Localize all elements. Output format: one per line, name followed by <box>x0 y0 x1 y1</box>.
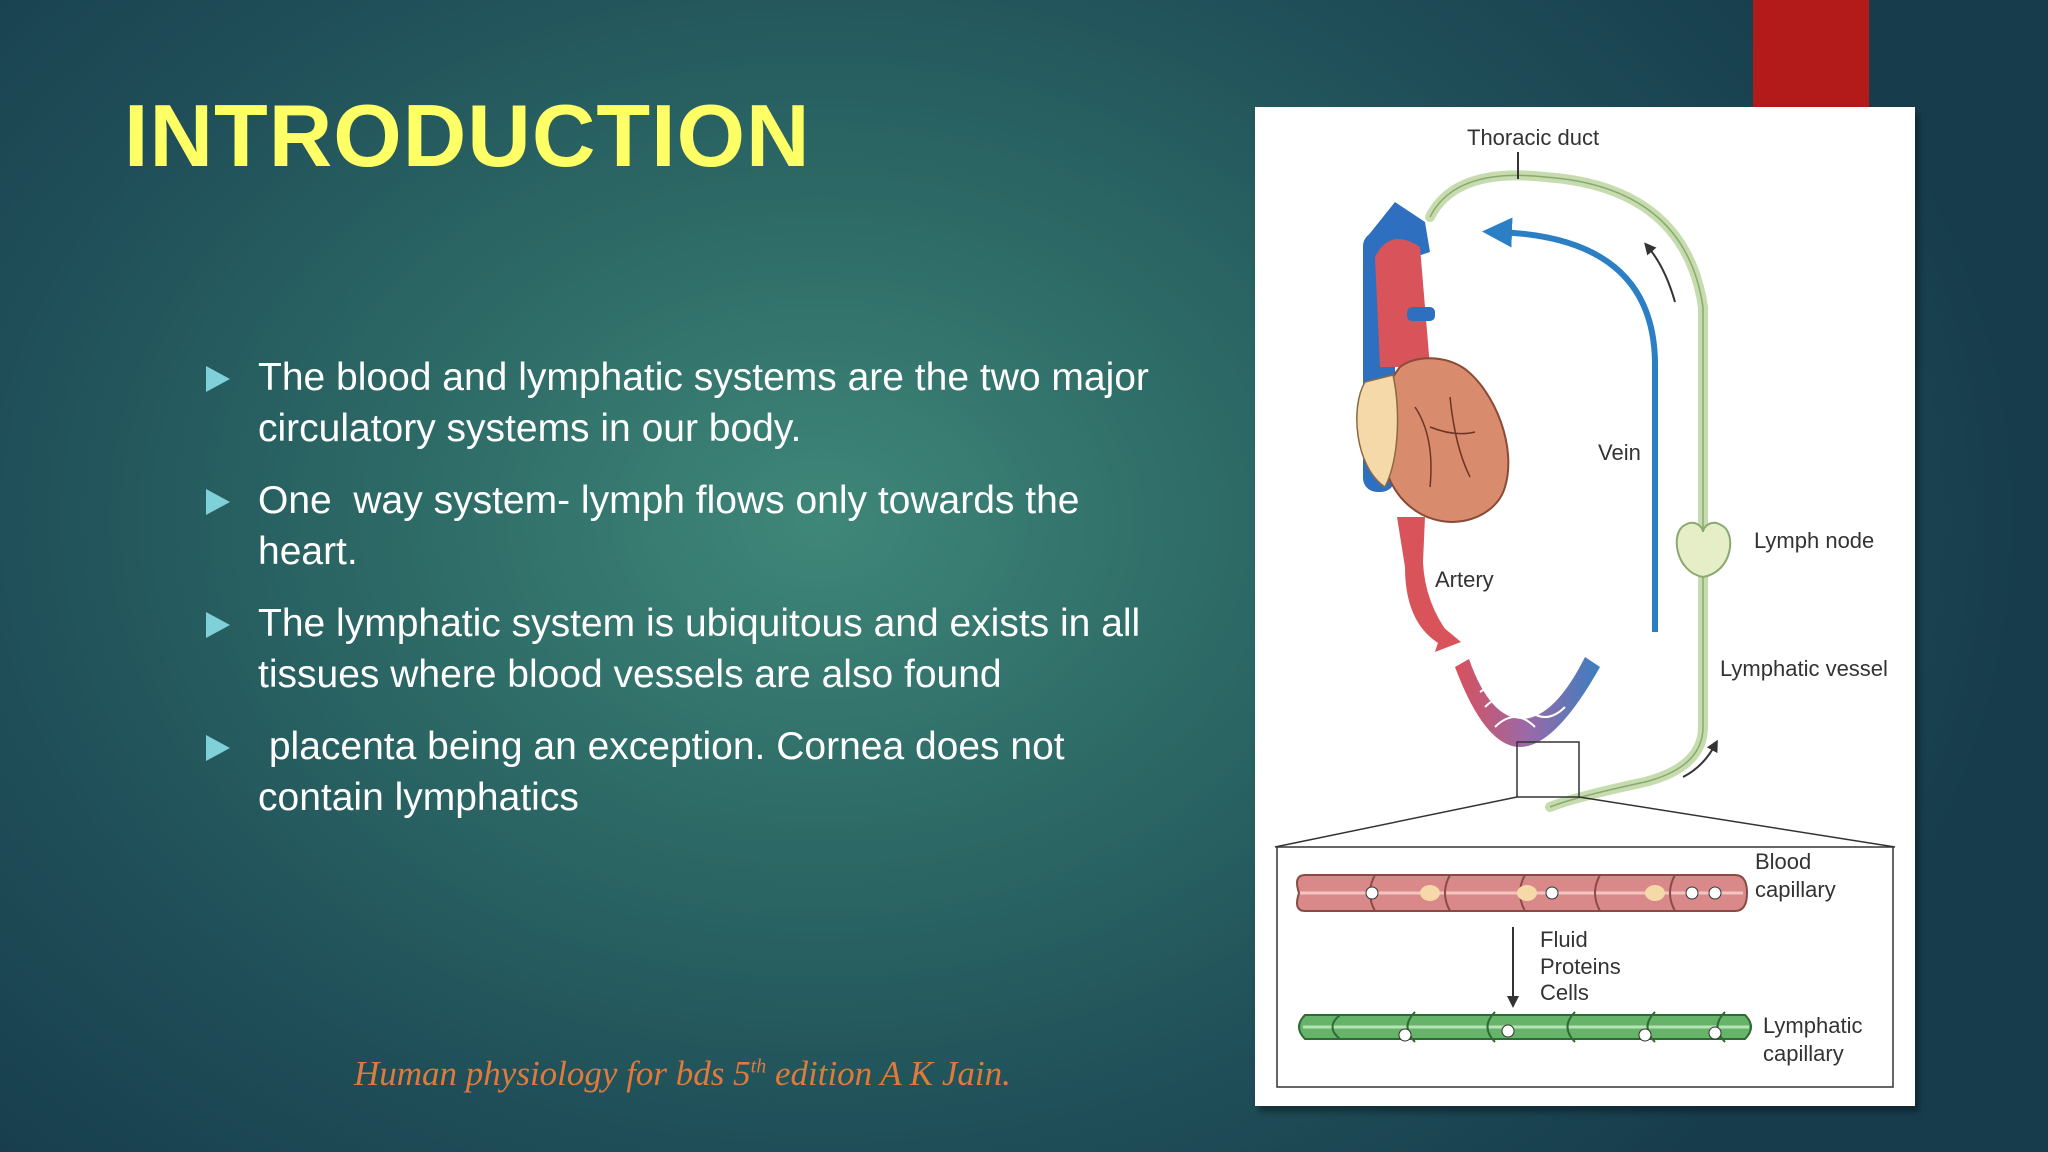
lymph-node <box>1675 521 1732 579</box>
label-lymphatic-capillary: Lymphatic <box>1763 1013 1862 1038</box>
bullet-arrow-icon <box>206 735 230 761</box>
bullet-text: placenta being an exception. Cornea does… <box>258 725 1076 819</box>
bullet-arrow-icon <box>206 612 230 638</box>
label-lymphatic-capillary-2: capillary <box>1763 1041 1844 1066</box>
label-fluid: Fluid <box>1540 927 1588 952</box>
heart-left-atrium <box>1356 374 1399 489</box>
vein <box>1482 217 1658 632</box>
citation: Human physiology for bds 5th edition A K… <box>354 1054 1074 1094</box>
heart-body <box>1379 357 1510 523</box>
label-vein: Vein <box>1598 440 1641 465</box>
label-blood-capillary-2: capillary <box>1755 877 1836 902</box>
pulmonary-vessel <box>1407 307 1435 321</box>
bullet-item: One way system- lymph flows only towards… <box>200 475 1160 577</box>
bullet-text: One way system- lymph flows only towards… <box>258 479 1091 573</box>
label-lymph-node: Lymph node <box>1754 528 1874 553</box>
blood-capillary <box>1296 874 1749 912</box>
bullet-item: placenta being an exception. Cornea does… <box>200 721 1160 823</box>
citation-text-end: edition A K Jain. <box>766 1054 1011 1093</box>
flow-arrow-up <box>1644 242 1676 303</box>
bullet-list: The blood and lymphatic systems are the … <box>200 352 1160 844</box>
artery-arrowhead <box>1435 627 1461 652</box>
lymphatic-vessel-outline <box>1429 174 1704 808</box>
artery <box>1397 517 1455 647</box>
capillary-bed-zoom-box <box>1516 741 1580 798</box>
bullet-item: The blood and lymphatic systems are the … <box>200 352 1160 454</box>
label-artery: Artery <box>1435 567 1494 592</box>
heart-vessels-detail <box>1414 396 1476 488</box>
bullet-text: The blood and lymphatic systems are the … <box>258 356 1160 450</box>
capillary-loops <box>1479 678 1566 728</box>
label-thoracic-duct: Thoracic duct <box>1467 125 1599 150</box>
flow-arrow-lower <box>1682 739 1718 778</box>
accent-red-tab <box>1753 0 1869 108</box>
citation-text: Human physiology for bds 5 <box>354 1054 751 1093</box>
citation-superscript: th <box>750 1055 767 1078</box>
diagram-canvas: Thoracic duct Vein Lymph node Artery Lym… <box>1274 125 1896 1088</box>
bullet-item: The lymphatic system is ubiquitous and e… <box>200 598 1160 700</box>
bullet-arrow-icon <box>206 489 230 515</box>
label-lymphatic-vessel: Lymphatic vessel <box>1720 656 1888 681</box>
bullet-text: The lymphatic system is ubiquitous and e… <box>258 602 1152 696</box>
circulation-diagram: Thoracic duct Vein Lymph node Artery Lym… <box>1255 107 1915 1106</box>
capillary-bed <box>1455 657 1600 747</box>
label-blood-capillary: Blood <box>1755 849 1811 874</box>
zoom-line <box>1578 796 1896 848</box>
lymphatic-capillary <box>1298 1011 1752 1043</box>
bullet-arrow-icon <box>206 366 230 392</box>
zoom-line <box>1274 796 1518 848</box>
label-proteins: Proteins <box>1540 954 1621 979</box>
label-cells: Cells <box>1540 980 1589 1005</box>
slide-title: INTRODUCTION <box>124 86 811 185</box>
heart-artery-top <box>1375 239 1430 367</box>
